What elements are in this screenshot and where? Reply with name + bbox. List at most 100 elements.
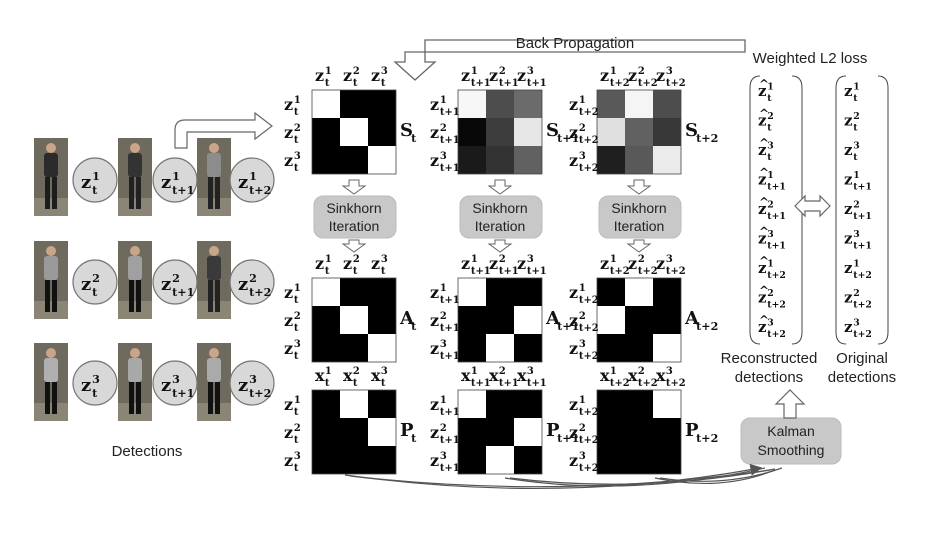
matrix-cell [625,146,653,174]
reconstructed-label-2: detections [735,369,803,386]
svg-text:x: x [315,366,325,385]
svg-text:z: z [161,172,171,193]
svg-text:2: 2 [638,254,645,265]
svg-text:2: 2 [440,423,447,434]
svg-text:Sinkhorn: Sinkhorn [326,200,381,216]
svg-text:z: z [430,123,439,142]
vector-entry: z^1t+1 [758,165,786,192]
person-thumbnail [118,241,152,319]
svg-text:z: z [844,259,853,277]
svg-text:1: 1 [579,395,586,406]
matrix-cell [597,146,625,174]
matrix-name-label: St [400,120,417,145]
person-thumbnail [197,138,231,216]
svg-text:1: 1 [767,81,773,92]
matrix-cell [514,278,542,306]
svg-text:Sinkhorn: Sinkhorn [472,200,527,216]
svg-text:2: 2 [294,123,301,134]
svg-text:3: 3 [767,317,773,328]
svg-text:t+2: t+2 [853,329,872,340]
svg-text:z: z [81,172,91,193]
svg-text:t+1: t+1 [172,387,194,400]
svg-text:A: A [545,308,561,329]
svg-text:t: t [853,122,858,133]
svg-text:t+2: t+2 [767,329,786,340]
svg-text:^: ^ [759,77,769,91]
detection-thumbnails [34,138,231,421]
svg-text:2: 2 [499,254,506,265]
detection-node-circle [72,360,118,406]
svg-text:z: z [284,95,293,114]
svg-text:x: x [628,366,638,385]
matrix-cell [653,390,681,418]
matrix-cell [597,278,625,306]
svg-text:t: t [381,78,386,89]
svg-text:t+1: t+1 [557,320,579,333]
svg-text:z: z [489,66,498,85]
svg-text:3: 3 [767,140,773,151]
svg-text:z: z [569,451,578,470]
svg-text:2: 2 [440,311,447,322]
svg-text:2: 2 [172,272,180,285]
svg-text:^: ^ [759,313,769,327]
svg-text:z: z [461,254,470,273]
matrix-cell [340,90,368,118]
svg-text:t+1: t+1 [440,323,460,334]
matrix-cell [514,334,542,362]
svg-text:3: 3 [853,229,859,240]
svg-text:1: 1 [471,366,478,377]
svg-text:z: z [284,283,293,302]
sinkhorn-boxes: SinkhornIterationSinkhornIterationSinkho… [313,179,682,253]
svg-text:1: 1 [579,95,586,106]
matrix-cell [368,418,396,446]
matrix-cell [340,278,368,306]
matrix-cell [340,334,368,362]
svg-text:z: z [238,172,248,193]
matrix-cell [597,306,625,334]
svg-text:t+1: t+1 [172,184,194,197]
matrix-cell [514,306,542,334]
svg-text:x: x [600,366,610,385]
svg-text:Iteration: Iteration [614,218,665,234]
svg-text:A: A [399,308,415,329]
svg-text:2: 2 [499,66,506,77]
matrix-cell [458,278,486,306]
svg-text:z: z [284,339,293,358]
svg-text:z: z [343,254,352,273]
svg-text:t: t [294,323,299,334]
svg-text:x: x [489,366,499,385]
svg-text:t: t [294,351,299,362]
svg-text:3: 3 [579,451,586,462]
matrix-cell [340,118,368,146]
svg-text:z: z [758,289,767,307]
svg-text:z: z [758,230,767,248]
svg-text:3: 3 [381,66,388,77]
matrix-name-label: At+1 [545,308,579,333]
matrix-cell [597,90,625,118]
matrix-cell [458,446,486,474]
svg-text:z: z [844,112,853,130]
matrix-cell [486,306,514,334]
person-thumbnail [197,343,231,421]
down-arrow [341,239,367,253]
